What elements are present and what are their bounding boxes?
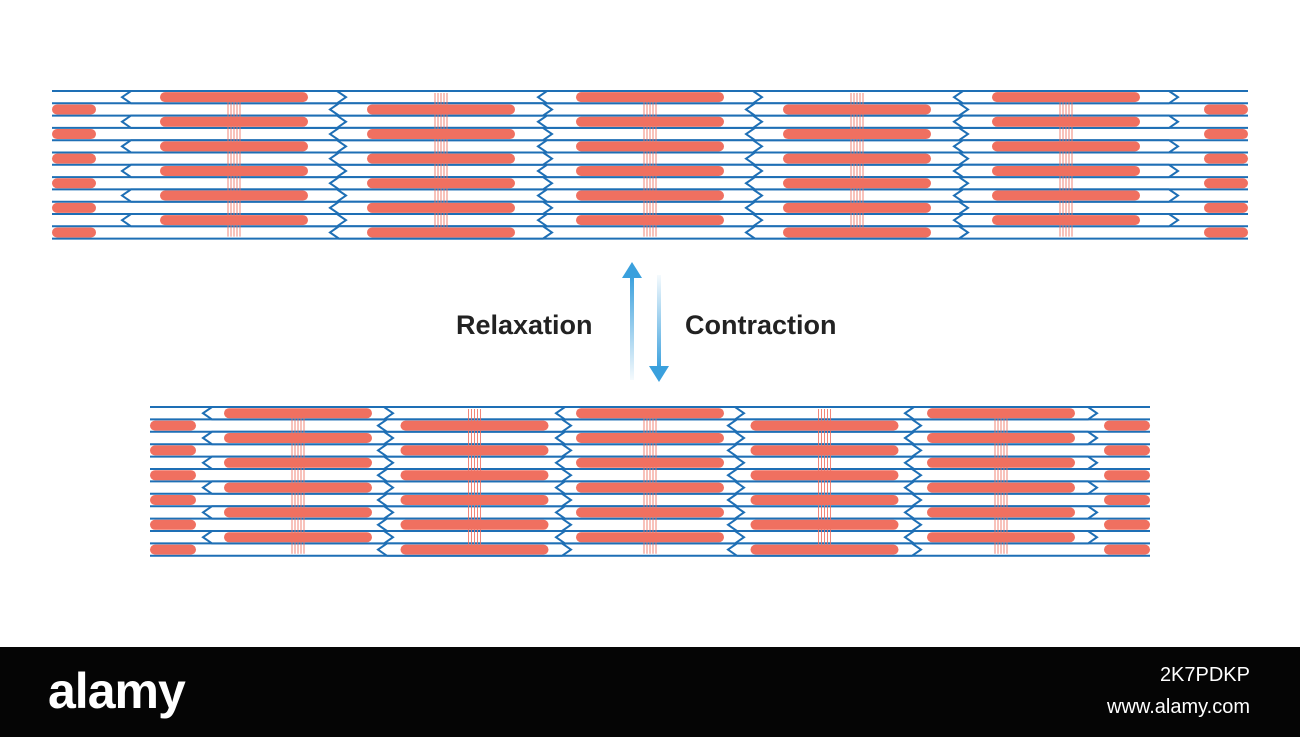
thick-filament xyxy=(52,129,96,140)
thick-filament xyxy=(1104,420,1150,431)
myofibril-diagram xyxy=(52,90,1248,557)
thick-filament xyxy=(1204,129,1248,140)
thick-filament xyxy=(1204,178,1248,189)
contracted-myofibril xyxy=(150,406,1150,557)
relaxation-label: Relaxation xyxy=(456,310,593,340)
thick-filament xyxy=(1204,202,1248,213)
watermark-footer: alamy 2K7PDKP www.alamy.com xyxy=(0,647,1300,737)
alamy-logo: alamy xyxy=(48,663,186,719)
thick-filament xyxy=(1204,153,1248,164)
thick-filament xyxy=(150,470,196,481)
thick-filament xyxy=(52,227,96,238)
image-id: 2K7PDKP xyxy=(1159,664,1250,686)
thick-filament xyxy=(150,495,196,505)
thick-filament xyxy=(1104,445,1150,456)
contraction-label: Contraction xyxy=(685,310,837,340)
source-url: www.alamy.com xyxy=(1107,696,1250,718)
thick-filament xyxy=(150,420,196,431)
thick-filament xyxy=(52,202,96,213)
thick-filament xyxy=(52,153,96,164)
thick-filament xyxy=(150,445,196,456)
thick-filament xyxy=(1104,544,1150,555)
relaxed-myofibril xyxy=(52,90,1248,240)
thick-filament xyxy=(1104,519,1150,530)
thick-filament xyxy=(52,178,96,189)
thick-filament xyxy=(150,544,196,555)
thick-filament xyxy=(1104,470,1150,481)
thick-filament xyxy=(150,519,196,530)
thick-filament xyxy=(52,104,96,115)
thick-filament xyxy=(1104,495,1150,505)
thick-filament xyxy=(1204,227,1248,238)
thick-filament xyxy=(1204,104,1248,115)
